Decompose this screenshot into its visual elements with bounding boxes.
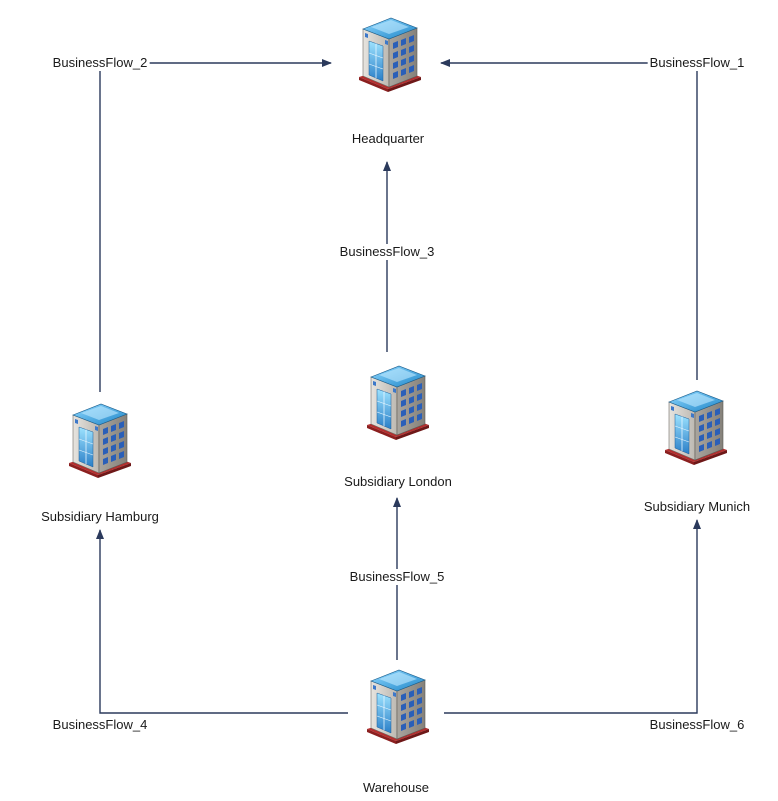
office-building-icon [366,365,430,441]
node-label-subsidiary-munich: Subsidiary Munich [643,499,751,514]
office-building-icon [664,390,728,466]
edge-label-flow-2: BusinessFlow_2 [50,55,150,71]
connector-flow-4[interactable] [96,529,348,714]
node-label-headquarter: Headquarter [351,131,425,146]
office-building-icon [366,669,430,745]
connector-flow-1[interactable] [440,59,698,380]
node-label-warehouse: Warehouse [363,780,429,795]
node-warehouse[interactable] [341,659,451,749]
edge-label-flow-1: BusinessFlow_1 [647,55,747,71]
edge-label-flow-5: BusinessFlow_5 [347,569,447,585]
edge-label-flow-4: BusinessFlow_4 [50,717,150,733]
node-label-subsidiary-london: Subsidiary London [344,474,452,489]
edge-label-flow-3: BusinessFlow_3 [337,244,437,260]
node-subsidiary-hamburg[interactable] [43,393,153,483]
node-subsidiary-london[interactable] [341,355,451,445]
node-label-subsidiary-hamburg: Subsidiary Hamburg [41,509,159,524]
edge-label-flow-6: BusinessFlow_6 [647,717,747,733]
office-building-icon [68,403,132,479]
node-headquarter[interactable] [333,7,443,97]
connector-flow-2[interactable] [99,59,332,392]
connector-flow-6[interactable] [444,519,701,714]
office-building-icon [358,17,422,93]
node-subsidiary-munich[interactable] [639,380,749,470]
